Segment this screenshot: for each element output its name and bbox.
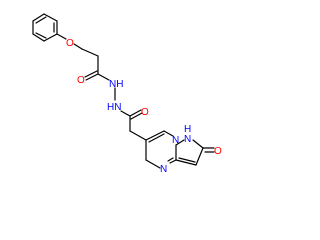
atom-label-amide-oxygen-1: O [77, 75, 85, 86]
atom-label-ring-nitrogen-bottom: N [160, 164, 167, 175]
bond [169, 159, 177, 164]
bond [148, 133, 165, 143]
bond [163, 130, 174, 137]
atom-label-hydrazide-hn: HN [107, 102, 121, 113]
atom-labels: O O NH HN O H N N N O [66, 38, 222, 175]
bonds [32, 13, 215, 169]
atom-label-oxo-oxygen: O [214, 146, 222, 157]
atom-label-hydrazide-nh: NH [109, 79, 123, 90]
atom-label-ether-oxygen: O [66, 38, 74, 49]
bond [167, 157, 174, 162]
bond [85, 73, 99, 81]
atom-label-amide-oxygen-2: O [141, 107, 149, 118]
bond [43, 13, 58, 22]
bond [97, 73, 110, 81]
bond [195, 147, 204, 166]
bond [175, 139, 185, 146]
bond [120, 110, 131, 117]
bond [192, 139, 204, 149]
bond [129, 130, 147, 141]
bond [145, 130, 165, 141]
bond [175, 159, 197, 166]
bond [84, 70, 98, 78]
bond [145, 159, 161, 169]
bond [35, 32, 47, 39]
atom-label-ring-nh-hydrogen: H [184, 124, 191, 135]
bond [73, 43, 83, 50]
bond [32, 13, 45, 22]
bond [35, 16, 47, 24]
bond [130, 112, 143, 120]
bond [178, 157, 196, 163]
bond [81, 48, 99, 57]
molecule-structure-diagram: O O NH HN O H N N N O [32, 13, 222, 175]
bond [56, 33, 67, 40]
bond [32, 33, 45, 42]
atom-label-ring-nh-nitrogen: N [184, 134, 191, 145]
atom-label-ring-nitrogen: N [172, 135, 179, 146]
bond [129, 109, 142, 117]
bond [43, 33, 58, 42]
